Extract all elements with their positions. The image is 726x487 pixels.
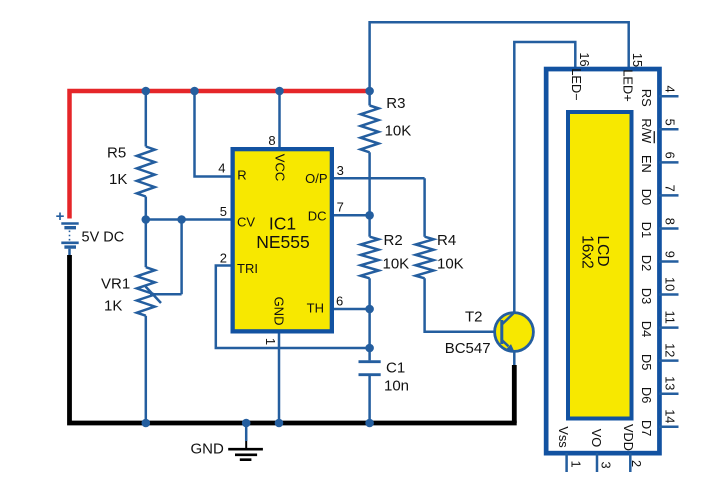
svg-text:NE555: NE555 — [256, 232, 310, 252]
svg-text:VDD: VDD — [621, 424, 636, 451]
svg-text:7: 7 — [337, 200, 344, 215]
svg-text:D2: D2 — [639, 255, 654, 271]
svg-text:4: 4 — [663, 86, 678, 93]
svg-text:TH: TH — [307, 300, 324, 315]
svg-text:LED+: LED+ — [621, 69, 636, 101]
svg-text:D3: D3 — [639, 288, 654, 304]
svg-text:2: 2 — [629, 460, 644, 467]
svg-text:9: 9 — [663, 251, 678, 258]
svg-text:DC: DC — [308, 208, 327, 223]
svg-text:5: 5 — [663, 119, 678, 126]
svg-text:4: 4 — [218, 161, 225, 176]
svg-text:VR1: VR1 — [101, 276, 130, 293]
svg-text:R5: R5 — [107, 145, 126, 162]
svg-text:12: 12 — [663, 343, 678, 357]
svg-text:D7: D7 — [639, 420, 654, 436]
svg-text:3: 3 — [598, 461, 613, 468]
svg-text:1K: 1K — [109, 171, 127, 188]
svg-text:1: 1 — [568, 460, 583, 467]
svg-text:O/P: O/P — [305, 171, 327, 186]
svg-text:6: 6 — [336, 294, 343, 309]
svg-text:GND: GND — [271, 297, 286, 326]
svg-text:6: 6 — [663, 152, 678, 159]
svg-text:10n: 10n — [384, 378, 409, 395]
svg-text:10K: 10K — [385, 123, 412, 140]
svg-text:LED−: LED− — [569, 68, 584, 100]
svg-text:16: 16 — [577, 52, 592, 66]
svg-text:14: 14 — [663, 409, 678, 423]
svg-text:D0: D0 — [639, 189, 654, 205]
svg-text:EN: EN — [639, 155, 654, 173]
svg-text:8: 8 — [663, 218, 678, 225]
svg-text:1K: 1K — [104, 298, 122, 315]
svg-text:3: 3 — [337, 163, 344, 178]
svg-text:C1: C1 — [386, 360, 405, 377]
svg-text:TRI: TRI — [237, 261, 258, 276]
svg-text:2: 2 — [220, 250, 227, 265]
svg-text:GND: GND — [191, 441, 225, 458]
svg-text:D6: D6 — [639, 387, 654, 403]
svg-text:D1: D1 — [639, 222, 654, 238]
svg-text:R4: R4 — [437, 232, 456, 249]
svg-text:7: 7 — [663, 185, 678, 192]
svg-text:R2: R2 — [384, 232, 403, 249]
svg-text:T2: T2 — [465, 309, 483, 326]
svg-text:13: 13 — [663, 376, 678, 390]
svg-text:10K: 10K — [383, 256, 410, 273]
svg-text:10K: 10K — [437, 256, 464, 273]
svg-text:D4: D4 — [639, 321, 654, 337]
svg-text:5V DC: 5V DC — [82, 229, 125, 245]
svg-text:CV: CV — [237, 214, 255, 229]
svg-text:R3: R3 — [386, 95, 405, 112]
svg-text:LCD: LCD — [594, 235, 611, 266]
svg-text:5: 5 — [220, 204, 227, 219]
svg-text:11: 11 — [663, 311, 678, 324]
svg-text:BC547: BC547 — [445, 340, 491, 357]
svg-text:R/W: R/W — [639, 118, 654, 144]
svg-text:10: 10 — [663, 277, 678, 291]
svg-text:8: 8 — [268, 133, 275, 148]
svg-text:RS: RS — [639, 89, 654, 107]
svg-text:Vss: Vss — [556, 426, 571, 447]
svg-text:+: + — [56, 208, 65, 225]
svg-text:VO: VO — [589, 429, 604, 448]
svg-text:16x2: 16x2 — [579, 235, 596, 269]
svg-text:1: 1 — [263, 338, 278, 345]
svg-text:R: R — [237, 168, 246, 183]
svg-text:15: 15 — [630, 53, 645, 67]
svg-text:D5: D5 — [639, 354, 654, 370]
svg-text:VCC: VCC — [272, 154, 287, 181]
svg-text:IC1: IC1 — [269, 214, 296, 234]
